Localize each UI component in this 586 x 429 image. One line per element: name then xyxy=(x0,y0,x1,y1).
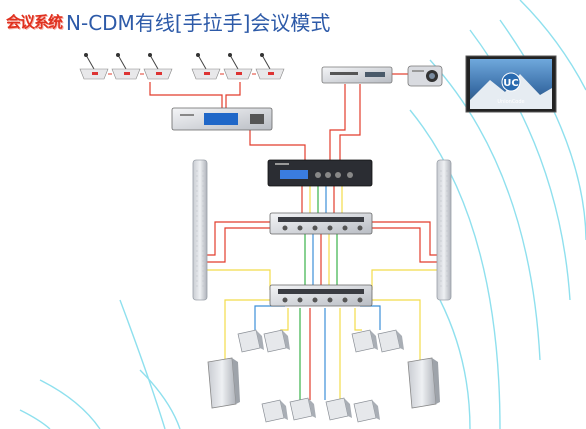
wedge-speakers-upper xyxy=(237,329,404,353)
dvd-player[interactable] xyxy=(321,66,393,84)
column-speaker-right[interactable] xyxy=(436,159,452,301)
wedge-speaker[interactable] xyxy=(263,329,290,353)
screen-logo-text: UnionCode xyxy=(497,99,524,105)
wedge-speakers-lower xyxy=(261,397,380,423)
power-amplifier-1[interactable] xyxy=(269,212,373,235)
sound-wave-arcs xyxy=(19,0,586,429)
wedge-speaker[interactable] xyxy=(353,399,380,423)
box-speaker-left[interactable] xyxy=(207,357,240,409)
projection-screen[interactable]: UC UnionCode xyxy=(465,55,557,113)
microphone-unit[interactable] xyxy=(223,53,253,80)
wedge-speaker[interactable] xyxy=(351,329,378,353)
main-controller[interactable] xyxy=(267,159,373,187)
wiring xyxy=(149,73,440,400)
microphone-unit[interactable] xyxy=(111,53,141,80)
wedge-speaker[interactable] xyxy=(237,329,264,353)
box-speaker-right[interactable] xyxy=(407,357,440,409)
power-amplifier-2[interactable] xyxy=(269,284,373,307)
system-logo: 会议系统 xyxy=(6,12,63,31)
wedge-speaker[interactable] xyxy=(377,329,404,353)
wedge-speaker[interactable] xyxy=(325,397,352,421)
title-bar: 会议系统 N-CDM有线[手拉手]会议模式 xyxy=(6,6,330,36)
microphone-unit[interactable] xyxy=(79,53,109,80)
screen-logo-mark: UC xyxy=(503,78,518,89)
projector[interactable] xyxy=(407,65,443,87)
column-speaker-left[interactable] xyxy=(192,159,208,301)
audio-processor[interactable] xyxy=(171,107,273,131)
microphone-unit[interactable] xyxy=(143,53,173,80)
wedge-speaker[interactable] xyxy=(261,399,288,423)
microphone-unit[interactable] xyxy=(191,53,221,80)
wedge-speaker[interactable] xyxy=(289,397,316,421)
conference-microphones xyxy=(79,53,285,80)
page-title: N-CDM有线[手拉手]会议模式 xyxy=(66,10,331,35)
microphone-unit[interactable] xyxy=(255,53,285,80)
